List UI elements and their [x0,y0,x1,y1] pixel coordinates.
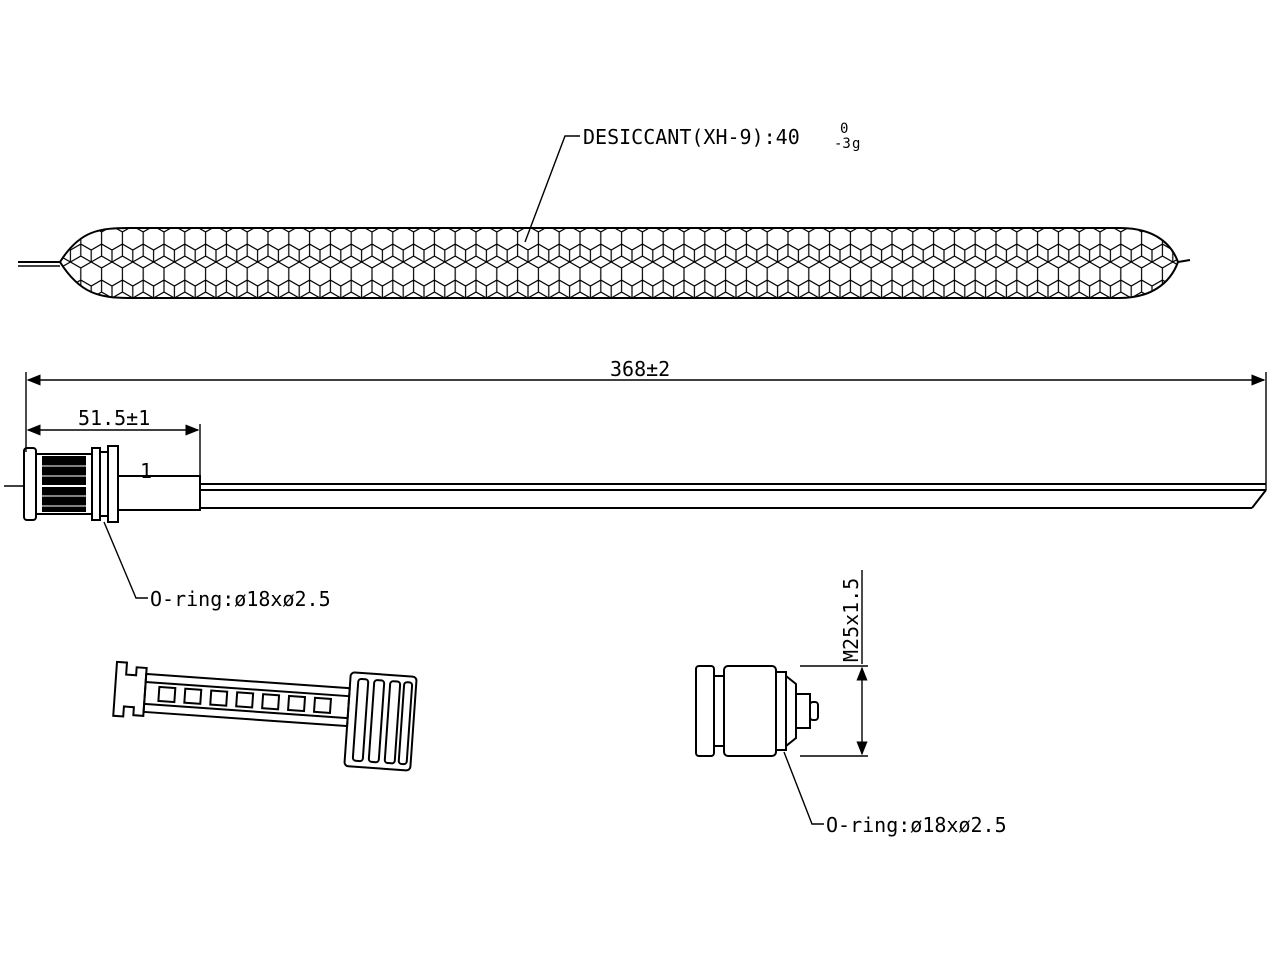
isometric-filter-view [112,660,418,772]
filter-tube-assembly [4,445,1267,523]
desiccant-tol-lower: -3 [834,136,851,152]
oring-top-leader [103,521,148,599]
part-ref-label: 1 [140,459,152,483]
desiccant-label: DESICCANT(XH-9):40 [583,125,800,149]
overall-length-label: 368±2 [610,357,670,381]
thread-label: M25x1.5 [839,578,863,662]
desiccant-leader [524,135,580,243]
thread-dimension [800,570,868,757]
desiccant-bag [18,227,1191,299]
oring-bottom-label: O-ring:ø18xø2.5 [826,813,1007,837]
knurl-pattern [42,456,86,512]
oring-top-label: O-ring:ø18xø2.5 [150,587,331,611]
fitting-side-view [695,665,819,757]
head-length-dimension [26,424,201,484]
oring-bottom-leader [783,751,824,825]
head-length-label: 51.5±1 [78,406,150,430]
desiccant-tol-upper: 0 [840,121,848,137]
desiccant-tol-unit: g [852,136,860,152]
overall-length-dimension [25,372,1267,490]
